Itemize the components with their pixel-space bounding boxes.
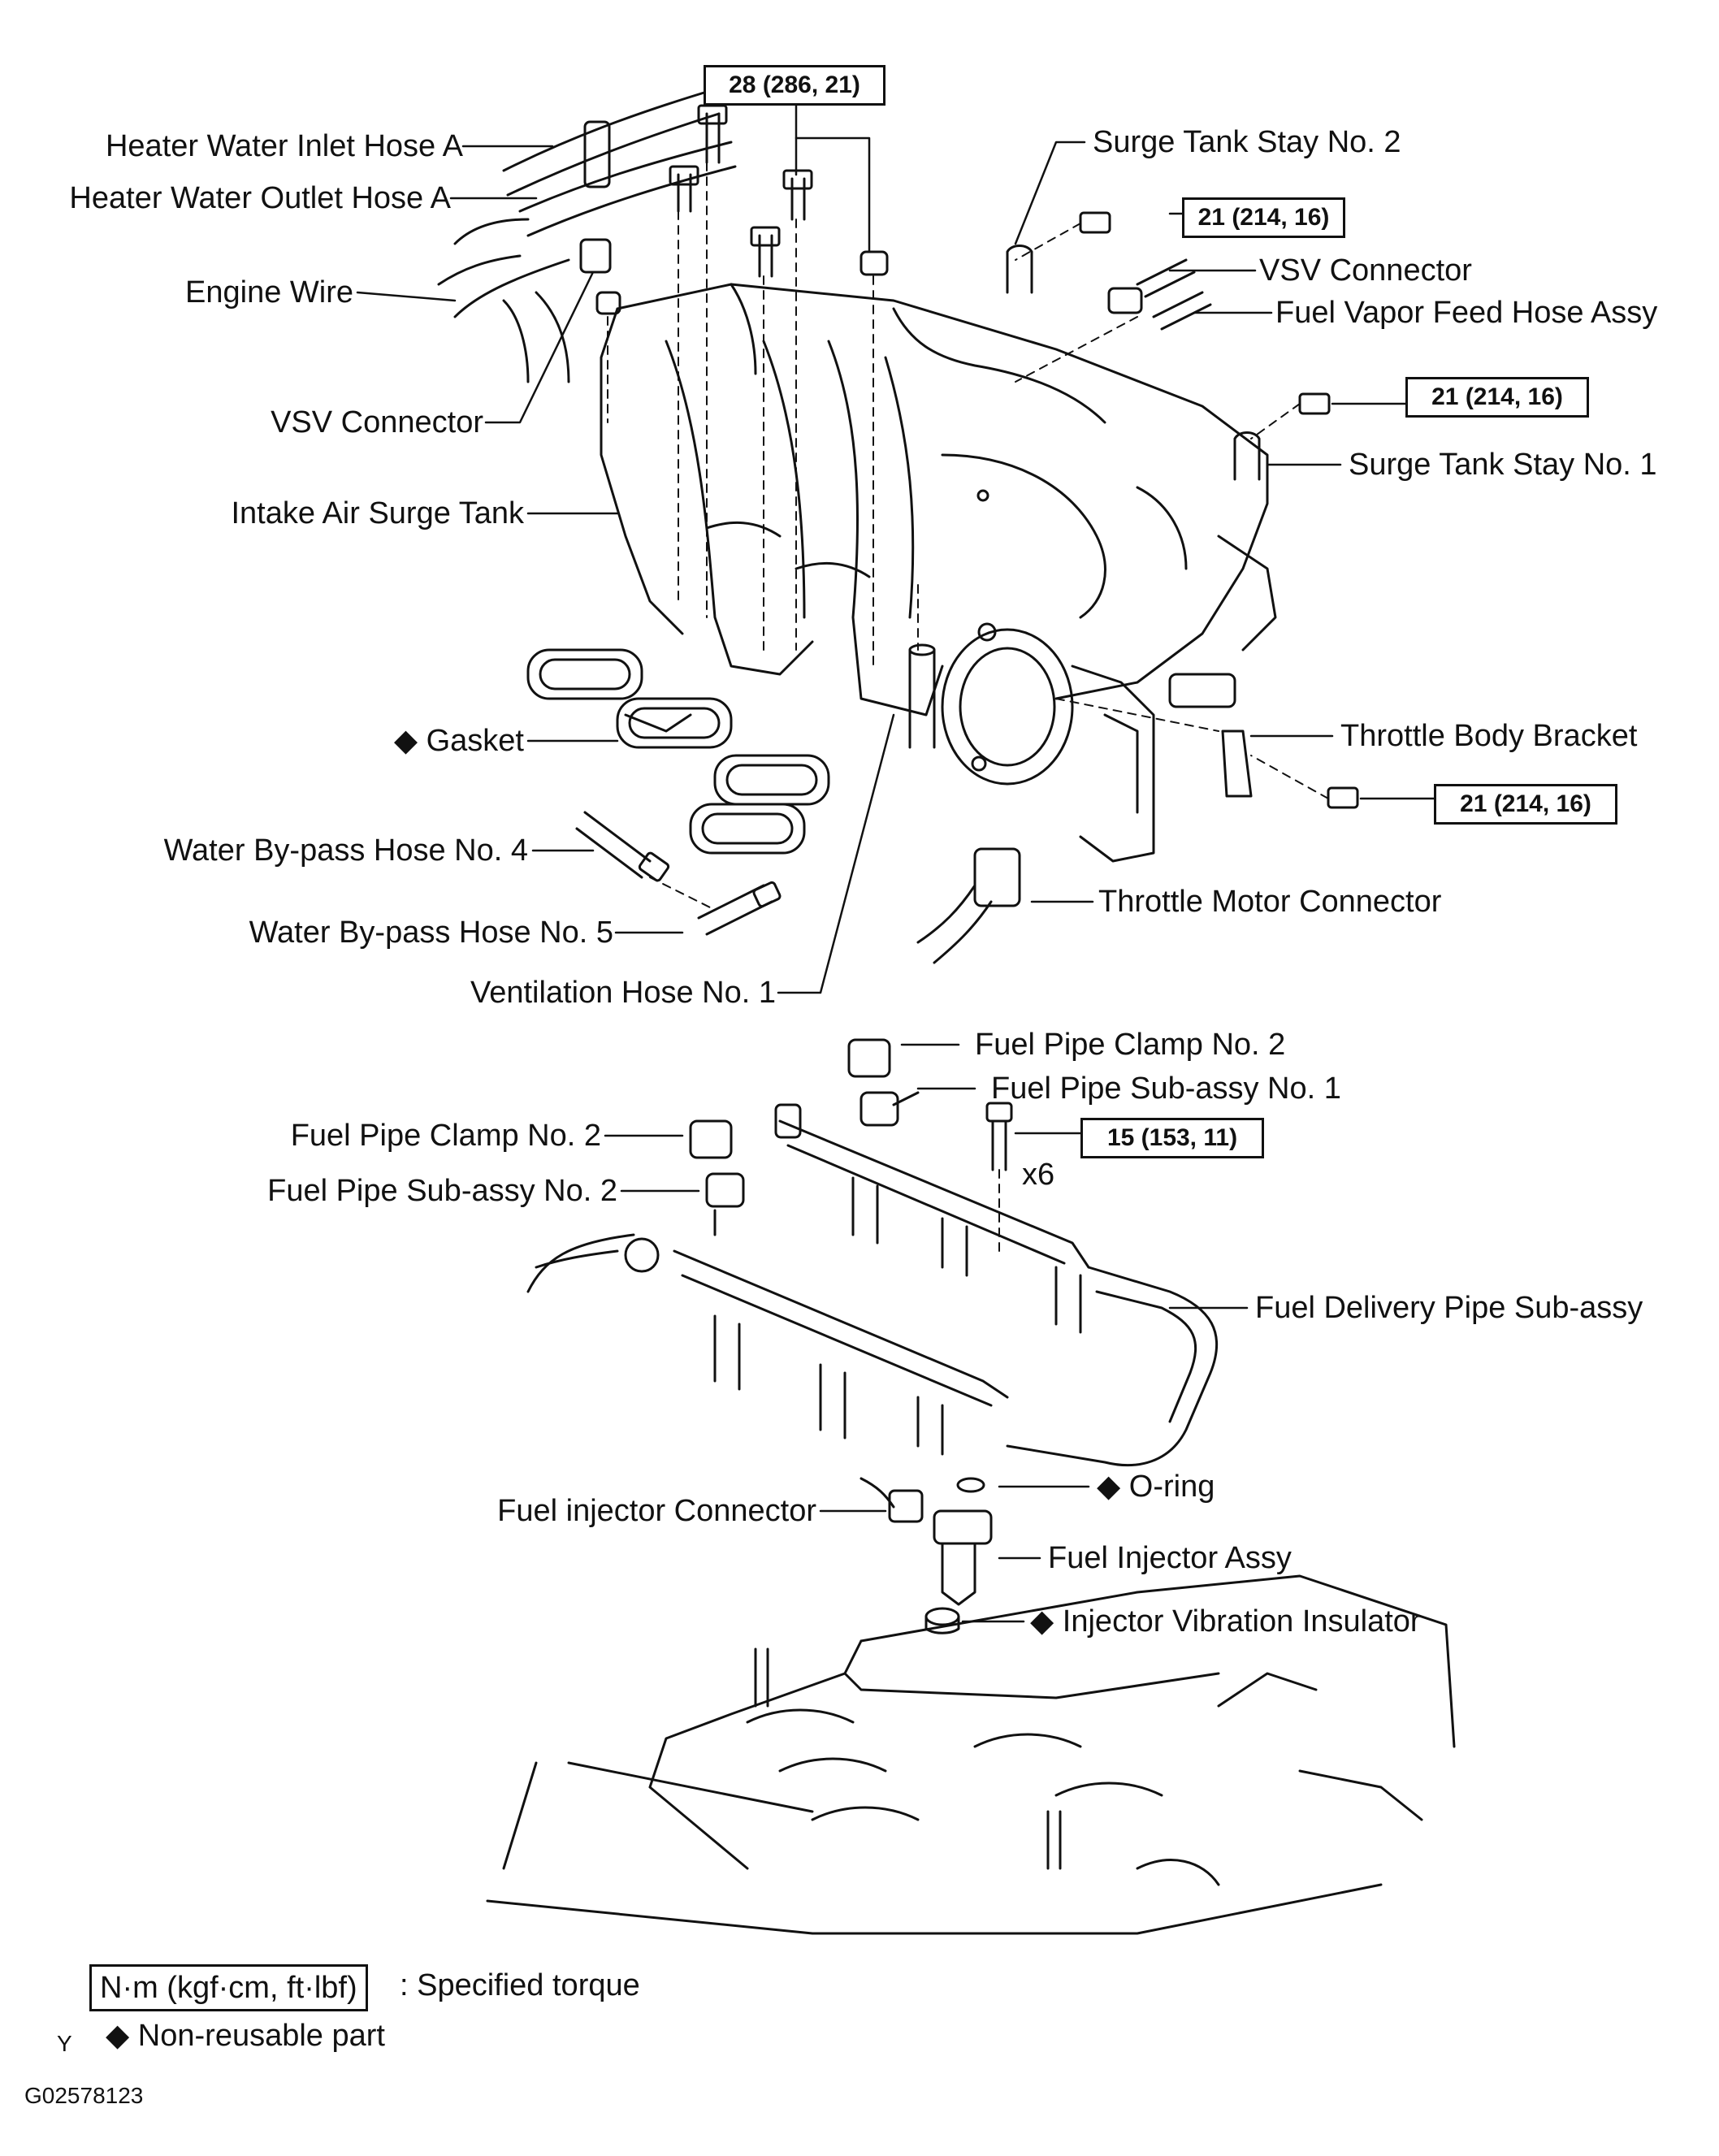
engine-wire-drawing: [437, 218, 612, 383]
footer-letter: Y: [57, 2031, 72, 2056]
throttle-body-drawing: [941, 622, 1155, 863]
label-intake-air-surge-tank: Intake Air Surge Tank: [231, 496, 524, 530]
heater-hoses-drawing: [502, 88, 737, 237]
label-fuel-pipe-clamp-2-right: Fuel Pipe Clamp No. 2: [975, 1028, 1286, 1062]
label-fuel-pipe-clamp-2-left: Fuel Pipe Clamp No. 2: [290, 1119, 601, 1153]
ventilation-hose-drawing: [908, 643, 936, 749]
label-throttle-body-bracket: Throttle Body Bracket: [1340, 719, 1638, 753]
label-o-ring: ◆ O-ring: [1097, 1470, 1215, 1504]
nonreusable-marker: ◆: [393, 724, 418, 758]
label-engine-wire: Engine Wire: [185, 275, 353, 310]
label-fuel-pipe-subassy-1: Fuel Pipe Sub-assy No. 1: [991, 1072, 1341, 1106]
label-heater-inlet-hose: Heater Water Inlet Hose A: [105, 129, 463, 163]
torque-box-15: 15 (153, 11): [1080, 1118, 1264, 1158]
nonreusable-marker: ◆: [1030, 1604, 1054, 1639]
throttle-body-bracket-drawing: [1221, 729, 1253, 798]
surge-tank-stay-1-drawing: [1233, 431, 1261, 481]
torque-box-21-c: 21 (214, 16): [1434, 784, 1617, 825]
torque-box-28: 28 (286, 21): [704, 65, 885, 106]
nonreusable-marker: ◆: [1097, 1470, 1121, 1504]
fuel-delivery-pipe-drawing: [526, 1103, 1219, 1467]
label-fuel-pipe-subassy-2: Fuel Pipe Sub-assy No. 2: [267, 1174, 617, 1208]
label-fuel-vapor-feed-hose: Fuel Vapor Feed Hose Assy: [1275, 296, 1658, 330]
figure-code: G02578123: [24, 2083, 144, 2108]
label-quantity-x6: x6: [1022, 1158, 1055, 1192]
intake-surge-tank-drawing: [600, 283, 1277, 733]
throttle-motor-connector-drawing: [916, 847, 1021, 964]
legend-nonreusable: ◆ Non-reusable part: [106, 2019, 385, 2053]
alignment-dashes: [607, 162, 1329, 1252]
legend-torque-description: : Specified torque: [400, 1968, 640, 2002]
surge-tank-stay-2-drawing: [1006, 245, 1033, 294]
fuel-injector-drawing: [860, 1477, 993, 1634]
torque-box-21-b: 21 (214, 16): [1405, 377, 1589, 418]
leader-lines: [356, 80, 1435, 1623]
gasket-drawing: [526, 648, 830, 855]
delivery-pipe-bolt-drawing: [985, 1102, 1013, 1171]
water-bypass-hoses-drawing: [575, 811, 782, 936]
nonreusable-marker: ◆: [106, 2019, 130, 2053]
label-surge-tank-stay-1: Surge Tank Stay No. 1: [1349, 448, 1657, 482]
vsv-connector-right-drawing: [1107, 258, 1212, 331]
label-vsv-connector-right: VSV Connector: [1259, 253, 1472, 288]
label-vsv-connector-left: VSV Connector: [271, 405, 483, 439]
torque-box-21-a: 21 (214, 16): [1182, 197, 1345, 238]
label-water-bypass-hose-5: Water By-pass Hose No. 5: [249, 916, 613, 950]
label-fuel-injector-assy: Fuel Injector Assy: [1048, 1541, 1292, 1575]
label-water-bypass-hose-4: Water By-pass Hose No. 4: [163, 833, 528, 868]
legend-torque-unit-box: N·m (kgf·cm, ft·lbf): [89, 1964, 368, 2011]
label-gasket: ◆ Gasket: [393, 724, 524, 758]
label-surge-tank-stay-2: Surge Tank Stay No. 2: [1093, 125, 1401, 159]
cylinder-head-drawing: [486, 1574, 1456, 1935]
label-heater-outlet-hose: Heater Water Outlet Hose A: [69, 181, 451, 215]
label-fuel-injector-connector: Fuel injector Connector: [497, 1494, 816, 1528]
label-throttle-motor-connector: Throttle Motor Connector: [1098, 885, 1442, 919]
label-injector-vibration-insulator: ◆ Injector Vibration Insulator: [1030, 1604, 1421, 1639]
label-fuel-delivery-pipe: Fuel Delivery Pipe Sub-assy: [1255, 1291, 1643, 1325]
label-ventilation-hose-1: Ventilation Hose No. 1: [470, 976, 776, 1010]
fuel-pipe-clamps-drawing: [689, 1038, 920, 1236]
